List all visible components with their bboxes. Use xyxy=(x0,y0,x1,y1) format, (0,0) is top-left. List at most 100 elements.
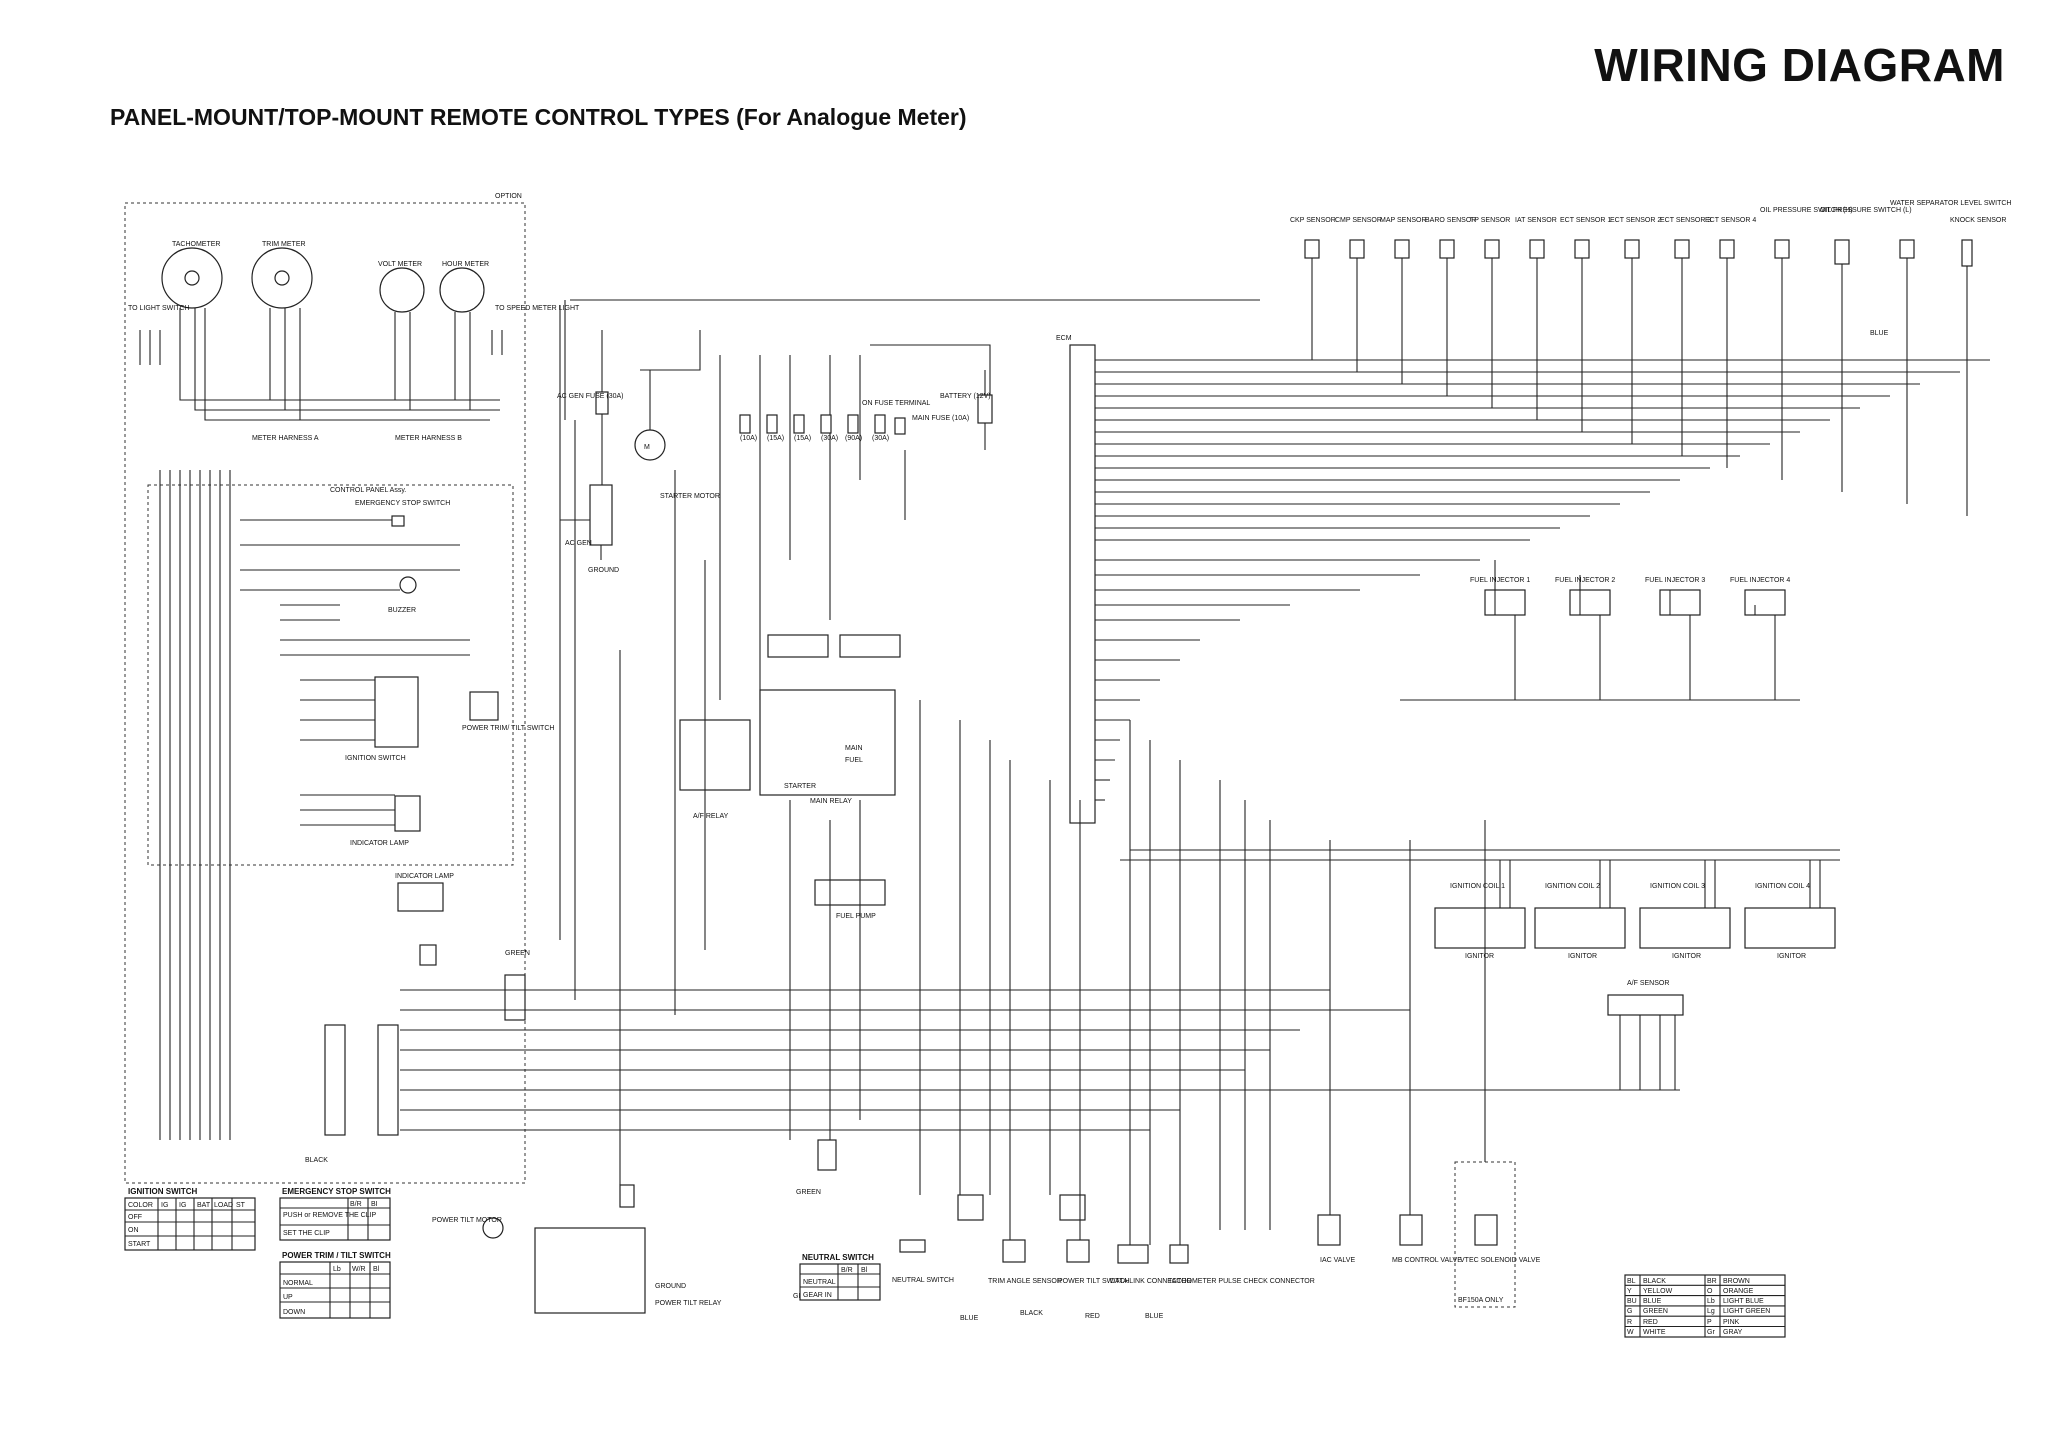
battery-symbol xyxy=(977,394,993,424)
ac-gen-label: AC GEN xyxy=(565,540,592,547)
knock-sensor-label: KNOCK SENSOR xyxy=(1950,217,2006,224)
legend-name-light-blue: LIGHT BLUE xyxy=(1723,1298,1764,1305)
legend-name-green: GREEN xyxy=(1643,1308,1668,1315)
buzzer-symbol xyxy=(399,576,417,594)
neutral-table-row-gearin: GEAR IN xyxy=(803,1292,832,1299)
ignitor-label-4: IGNITOR xyxy=(1777,953,1806,960)
legend-code-g: G xyxy=(1627,1308,1632,1315)
ignition-switch-label: IGNITION SWITCH xyxy=(345,755,406,762)
water-separator-switch-label: WATER SEPARATOR LEVEL SWITCH xyxy=(1890,200,2011,207)
ckp-sensor-label: CKP SENSOR xyxy=(1290,217,1336,224)
volt-meter-label: VOLT METER xyxy=(378,261,422,268)
map-sensor-label: MAP SENSOR xyxy=(1380,217,1427,224)
legend-name-white: WHITE xyxy=(1643,1329,1666,1336)
fuse-15a-1: (15A) xyxy=(767,435,784,442)
blue-label-3: BLUE xyxy=(1145,1313,1164,1320)
main-fuse xyxy=(894,417,906,435)
tachometer-pulse-connector-body xyxy=(1169,1244,1189,1264)
buzzer-label: BUZZER xyxy=(388,607,416,614)
iac-valve-label: IAC VALVE xyxy=(1320,1257,1355,1264)
fuel-injector-3-label: FUEL INJECTOR 3 xyxy=(1645,577,1705,584)
fuel-injector-4-label: FUEL INJECTOR 4 xyxy=(1730,577,1790,584)
injector-row: FUEL INJECTOR 1 FUEL INJECTOR 2 FUEL INJ… xyxy=(1470,577,1790,616)
fuel-injector-1-label: FUEL INJECTOR 1 xyxy=(1470,577,1530,584)
meter-harness-b-label: METER HARNESS B xyxy=(395,435,462,442)
trim-table-row-up: UP xyxy=(283,1294,293,1301)
ac-gen-body xyxy=(589,484,613,546)
main-relay-body xyxy=(759,689,896,796)
ignitor-label-3: IGNITOR xyxy=(1672,953,1701,960)
blue-label-2: BLUE xyxy=(960,1315,979,1322)
control-panel-label: CONTROL PANEL Assy. xyxy=(330,487,406,494)
starter-motor-label: STARTER MOTOR xyxy=(660,493,720,500)
power-trim-switch-body xyxy=(469,691,499,721)
bf150a-only-label: BF150A ONLY xyxy=(1458,1297,1504,1304)
legend-name-black: BLACK xyxy=(1643,1278,1666,1285)
ignition-table-header-ig1: IG xyxy=(161,1202,168,1209)
ignition-table-row-start: START xyxy=(128,1241,151,1248)
ac-gen-fuse-label: AC GEN FUSE (30A) xyxy=(557,393,624,400)
af-relay-body xyxy=(679,719,751,791)
indicator-lamp-label: INDICATOR LAMP xyxy=(350,840,409,847)
legend-code-r: R xyxy=(1627,1319,1632,1326)
legend-name-yellow: YELLOW xyxy=(1643,1288,1673,1295)
iat-sensor-label: IAT SENSOR xyxy=(1515,217,1557,224)
legend-code-lb: Lb xyxy=(1707,1298,1715,1305)
sensor-row: CKP SENSOR CMP SENSOR MAP SENSOR BARO SE… xyxy=(1290,200,2011,267)
neutral-switch-body xyxy=(899,1239,926,1253)
battery-label: BATTERY (12V) xyxy=(940,393,991,400)
ignitor-label-2: IGNITOR xyxy=(1568,953,1597,960)
baro-sensor-label: BARO SENSOR xyxy=(1425,217,1476,224)
emergency-table-header-br: B/R xyxy=(350,1201,362,1208)
ignition-table-header-color: COLOR xyxy=(128,1202,153,1209)
svg-text:M: M xyxy=(644,444,650,451)
trim-table-row-normal: NORMAL xyxy=(283,1280,313,1287)
power-tilt-motor-label: POWER TILT MOTOR xyxy=(432,1217,502,1224)
legend-name-red: RED xyxy=(1643,1319,1658,1326)
vtec-solenoid-body xyxy=(1474,1214,1498,1246)
data-link-connector-label: DATA LINK CONNECTOR xyxy=(1110,1278,1192,1285)
trim-table-header-lb: Lb xyxy=(333,1266,341,1273)
indicator-lamp-body xyxy=(394,795,421,832)
hour-meter-gauge xyxy=(439,267,485,313)
neutral-table-row-neutral: NEUTRAL xyxy=(803,1279,836,1286)
af-sensor-body xyxy=(1607,994,1684,1016)
power-trim-table: POWER TRIM / TILT SWITCH Lb W/R Bl NORMA… xyxy=(279,1251,391,1319)
legend-name-orange: ORANGE xyxy=(1723,1288,1754,1295)
trim-angle-sensor-body xyxy=(1002,1239,1026,1263)
power-tilt-relay-body xyxy=(534,1227,646,1314)
starter-motor-symbol xyxy=(634,429,666,461)
ignition-coil-1-label: IGNITION COIL 1 xyxy=(1450,883,1505,890)
trim-table-row-down: DOWN xyxy=(283,1309,305,1316)
black-label-1: BLACK xyxy=(305,1157,328,1164)
fuse-90a: (90A) xyxy=(845,435,862,442)
ignition-table-row-on: ON xyxy=(128,1227,139,1234)
main-harness-connector-b xyxy=(377,1024,399,1136)
ect-sensor-3-label: ECT SENSOR 3 xyxy=(1660,217,1711,224)
trim-table-title: POWER TRIM / TILT SWITCH xyxy=(282,1251,391,1260)
neutral-table-header-bl: Bl xyxy=(861,1267,868,1274)
legend-code-w: W xyxy=(1627,1329,1634,1336)
emergency-stop-label: EMERGENCY STOP SWITCH xyxy=(355,500,450,507)
ect-sensor-4-label: ECT SENSOR 4 xyxy=(1705,217,1756,224)
indicator-lamp-2-label: INDICATOR LAMP xyxy=(395,873,454,880)
legend-name-blue: BLUE xyxy=(1643,1298,1662,1305)
blue-label-1: BLUE xyxy=(1870,330,1889,337)
ground-label-2: GROUND xyxy=(655,1283,686,1290)
ignition-table-header-load: LOAD xyxy=(214,1202,233,1209)
fuse-row: (10A) (15A) (15A) (30A) (90A) (30A) xyxy=(739,414,889,442)
ecm-block xyxy=(1069,344,1096,824)
legend-code-br: BR xyxy=(1707,1278,1717,1285)
ignition-table-header-st: ST xyxy=(236,1202,246,1209)
trim-table-header-bl: Bl xyxy=(373,1266,380,1273)
neutral-switch-label: NEUTRAL SWITCH xyxy=(892,1277,954,1284)
legend-code-gr: Gr xyxy=(1707,1329,1715,1336)
mb-control-valve-body xyxy=(1399,1214,1423,1246)
green-label-2: GREEN xyxy=(796,1189,821,1196)
ecm-wires xyxy=(1095,359,1990,801)
legend-name-gray: GRAY xyxy=(1723,1329,1743,1336)
main-relay-label: MAIN RELAY xyxy=(810,798,852,805)
volt-meter-gauge xyxy=(379,267,425,313)
power-tilt-switch-body xyxy=(1066,1239,1090,1263)
